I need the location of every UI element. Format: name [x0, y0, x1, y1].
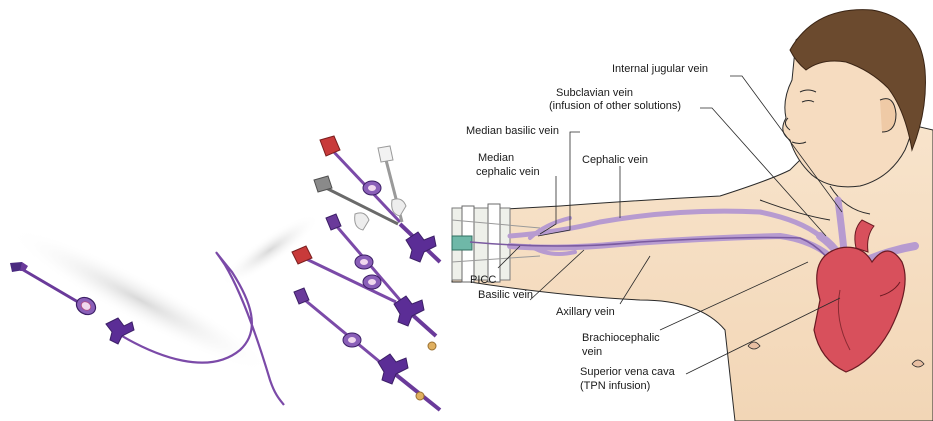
catheter-shadow	[0, 210, 283, 390]
catheter-shadow	[213, 204, 327, 296]
label-svc-note: (TPN infusion)	[580, 380, 650, 393]
label-brachiocephalic-2: vein	[582, 346, 602, 359]
red-cap	[320, 136, 340, 156]
label-cephalic-vein: Cephalic vein	[582, 154, 648, 167]
label-median-basilic-vein: Median basilic vein	[466, 125, 559, 138]
label-axillary-vein: Axillary vein	[556, 306, 615, 319]
label-subclavian-note: (infusion of other solutions)	[549, 100, 681, 113]
label-subclavian-vein: Subclavian vein	[556, 87, 633, 100]
label-picc: PICC	[470, 274, 496, 287]
multi-lumen-picc-catheters	[292, 136, 440, 410]
catheter-hub-green	[452, 236, 472, 250]
triple-lumen-catheter	[314, 136, 440, 262]
label-median-cephalic-2: cephalic vein	[476, 166, 540, 179]
white-clamp	[355, 213, 369, 230]
label-basilic-vein: Basilic vein	[478, 289, 533, 302]
label-median-cephalic-1: Median	[478, 152, 514, 165]
label-internal-jugular-vein: Internal jugular vein	[612, 63, 708, 76]
label-superior-vena-cava: Superior vena cava	[580, 366, 675, 379]
catheter-wing-hub	[406, 232, 436, 262]
single-lumen-picc-catheter	[0, 204, 327, 405]
white-cap	[378, 146, 393, 162]
label-brachiocephalic-1: Brachiocephalic	[582, 332, 660, 345]
